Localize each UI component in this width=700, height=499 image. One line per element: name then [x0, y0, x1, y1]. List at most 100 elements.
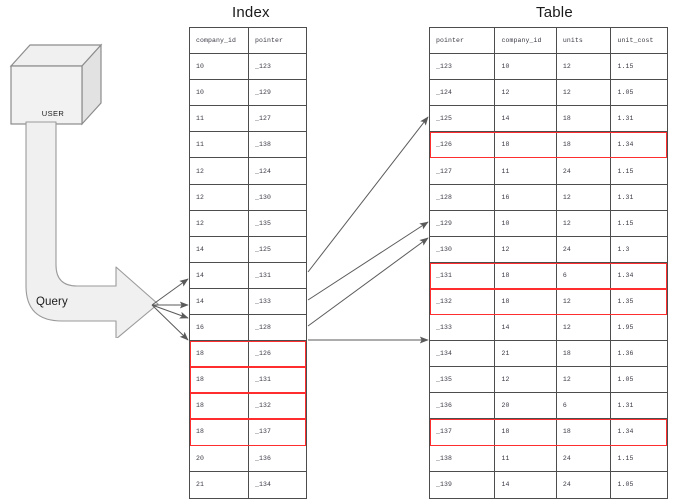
- index-row[interactable]: 20_136: [190, 445, 306, 472]
- index-cell-company_id: 11: [190, 132, 249, 159]
- index-row[interactable]: 12_130: [190, 184, 306, 211]
- index-131-to-table-131: [307, 221, 429, 301]
- table-cell-pointer: _135: [430, 367, 496, 394]
- table-cell-pointer: _123: [430, 54, 496, 81]
- table-cell-pointer: _138: [430, 445, 496, 472]
- index-row[interactable]: 12_135: [190, 210, 306, 237]
- table-cell-units: 18: [556, 132, 612, 159]
- index-row[interactable]: 14_125: [190, 236, 306, 263]
- index-cell-company_id: 18: [190, 393, 249, 420]
- index-cell-pointer: _133: [248, 289, 306, 316]
- table-cell-units: 24: [556, 445, 612, 472]
- index-title: Index: [232, 4, 270, 21]
- index-cell-pointer: _131: [248, 367, 306, 394]
- index-126-to-table-126: [307, 116, 429, 273]
- index-cell-pointer: _130: [248, 185, 306, 211]
- index-row[interactable]: 18_131: [190, 367, 306, 394]
- table-cell-units: 6: [556, 393, 612, 420]
- index-cell-company_id: 10: [190, 54, 249, 81]
- index-cell-company_id: 21: [190, 471, 249, 498]
- table-cell-company_id: 20: [495, 393, 557, 420]
- index-row[interactable]: 14_131: [190, 262, 306, 289]
- index-row[interactable]: 18_126: [190, 341, 306, 368]
- table-cell-company_id: 18: [495, 262, 557, 289]
- index-row[interactable]: 14_133: [190, 288, 306, 316]
- table-cell-unit_cost: 1.31: [611, 393, 667, 420]
- cube-3d-icon: [9, 43, 103, 126]
- table-cell-company_id: 18: [495, 288, 557, 316]
- table-cell-unit_cost: 1.15: [611, 54, 667, 81]
- table-cell-unit_cost: 1.95: [611, 315, 667, 342]
- table-cell-pointer: _131: [430, 262, 496, 289]
- table-cell-unit_cost: 1.05: [617, 481, 634, 489]
- table-cell-pointer: _127: [430, 158, 496, 185]
- index-cell-company_id: 10: [190, 80, 249, 107]
- index-row[interactable]: 10_123: [190, 54, 306, 81]
- index-row[interactable]: 16_128: [190, 315, 306, 342]
- index-cell-company_id: 12: [190, 184, 249, 211]
- table-cell-pointer: _125: [430, 106, 496, 133]
- table-cell-company_id: 10: [495, 54, 557, 81]
- index-cell-company_id: 18: [190, 419, 249, 446]
- table-cell-company_id: 11: [495, 445, 557, 472]
- index-cell-pointer: _125: [248, 237, 306, 263]
- index-row[interactable]: 11_127: [190, 106, 306, 133]
- index-cell-company_id: 16: [190, 315, 249, 342]
- table-cell-pointer: _134: [430, 341, 496, 368]
- index-cell-company_id: 14: [190, 262, 249, 289]
- table-cell-units: 12: [556, 80, 612, 107]
- table-cell-units: 18: [556, 106, 612, 133]
- index-cell-company_id: 12: [190, 210, 249, 237]
- index-row[interactable]: 18_132: [190, 393, 306, 420]
- table-column-header-company_id: company_id: [495, 28, 557, 55]
- table-cell-units: 18: [556, 419, 612, 446]
- table-title: Table: [536, 4, 573, 21]
- index-cell-pointer: _131: [248, 263, 306, 289]
- index-cell-pointer: _137: [248, 419, 306, 446]
- table-cell-company_id: 11: [495, 158, 557, 185]
- table-cell-company_id: 10: [495, 210, 557, 237]
- index-row[interactable]: 11_138: [190, 132, 306, 159]
- index-cell-company_id: 18: [190, 341, 249, 368]
- index-row[interactable]: 18_137: [190, 419, 306, 446]
- index-row[interactable]: 12_124: [190, 158, 306, 185]
- table-cell-unit_cost: 1.35: [611, 289, 667, 316]
- index-row[interactable]: 21 _134: [190, 471, 306, 498]
- table-cell-pointer: _124: [430, 80, 496, 107]
- table-cell-company_id: 14: [495, 471, 557, 498]
- index-cell-pointer: _135: [248, 211, 306, 237]
- index-cell-pointer: _134: [254, 481, 271, 489]
- index-cell-pointer: _136: [248, 446, 306, 472]
- table-cell-pointer: _137: [430, 419, 496, 446]
- index-cell-company_id: 11: [190, 106, 249, 133]
- table-cell-unit_cost: 1.3: [611, 237, 667, 263]
- table-cell-pointer: _132: [430, 288, 496, 316]
- table-cell-unit_cost: 1.15: [611, 158, 667, 185]
- index-cell-company_id: 14: [190, 236, 249, 263]
- table-cell-unit_cost: 1.15: [611, 211, 667, 237]
- index-row[interactable]: 10_129: [190, 80, 306, 107]
- index-cell-company_id: 20: [190, 445, 249, 472]
- index-column-header-company_id: company_id: [190, 28, 249, 55]
- table-cell-company_id: 21: [495, 341, 557, 368]
- table-cell-units: 18: [556, 341, 612, 368]
